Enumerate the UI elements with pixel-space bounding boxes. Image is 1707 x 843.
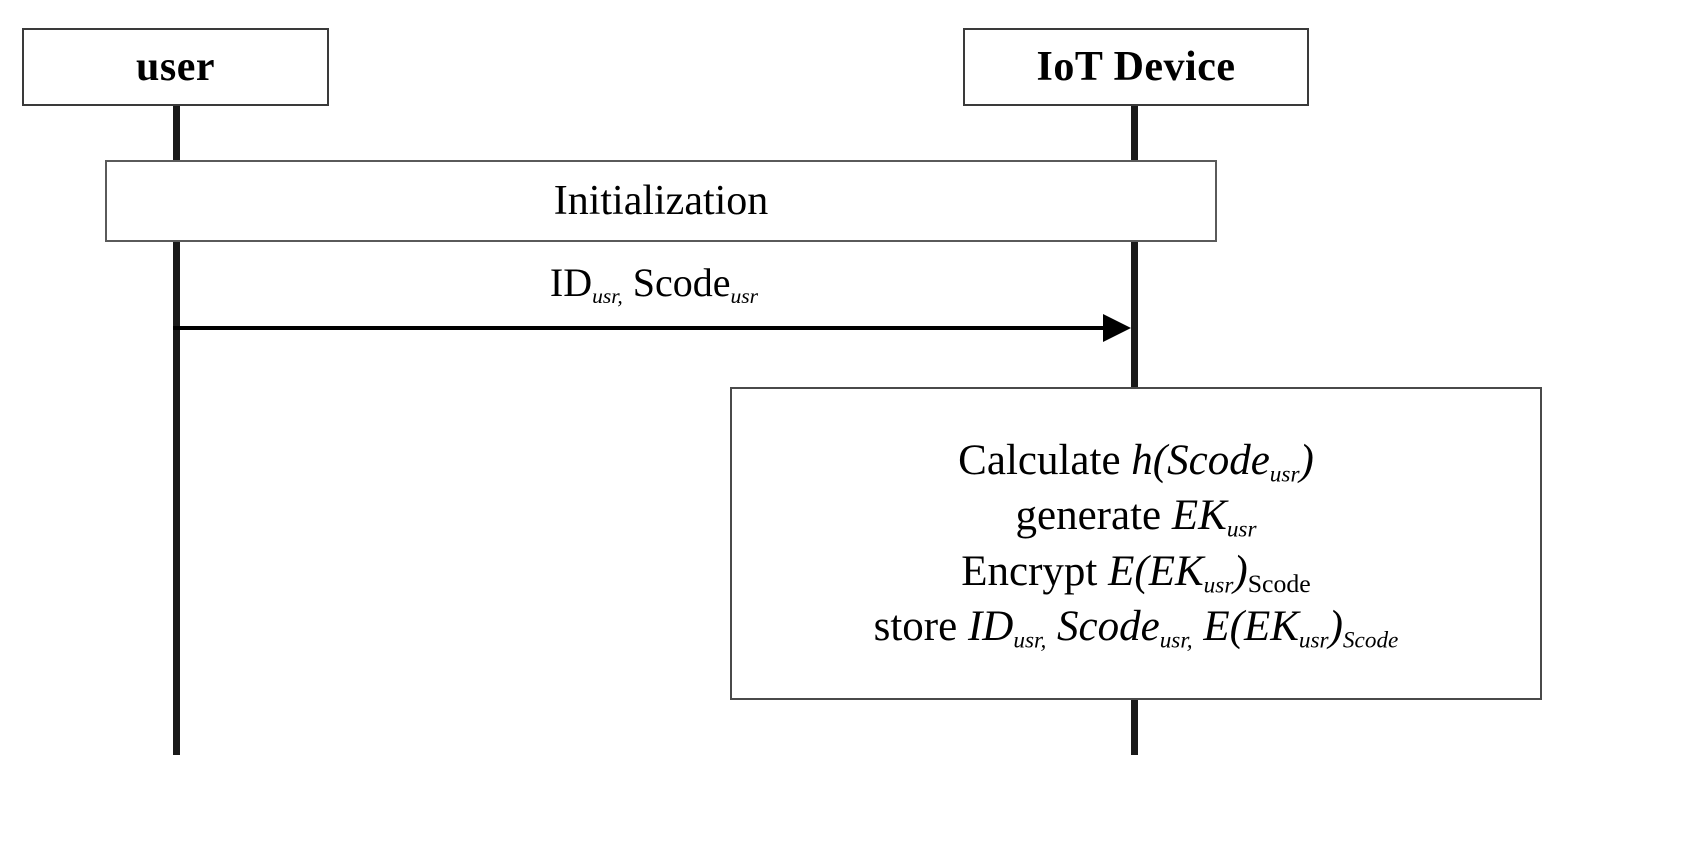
- action-subscript-store-scode-usr: usr,: [1159, 626, 1193, 653]
- action-paren-close-enc: ): [1233, 547, 1248, 595]
- message-term-id: ID: [549, 260, 593, 305]
- action-paren-close-store: ): [1328, 602, 1343, 650]
- action-line-store: store IDusr, Scodeusr, E(EKusr)Scode: [874, 599, 1399, 654]
- action-subscript-store-eek-usr: usr: [1298, 626, 1329, 653]
- action-paren-close-calc: ): [1299, 437, 1314, 485]
- action-subscript-store-scode2: Scode: [1342, 626, 1399, 653]
- lifeline-user: [173, 105, 180, 755]
- phase-bar-initialization: Initialization: [105, 160, 1217, 242]
- action-expr-store-id: ID: [967, 602, 1014, 650]
- action-subscript-enc-scode: Scode: [1247, 568, 1311, 598]
- action-expr-store-eek: E(EK: [1192, 602, 1299, 650]
- message-label-id-scode: IDusr, Scodeusr: [173, 260, 1135, 307]
- action-subscript-store-id-usr: usr,: [1013, 626, 1047, 653]
- message-id-scode: IDusr, Scodeusr: [173, 262, 1135, 342]
- action-subscript-gen-usr: usr: [1226, 516, 1257, 543]
- action-expr-hash-scode: h(Scode: [1131, 437, 1270, 485]
- phase-label-initialization: Initialization: [553, 178, 769, 224]
- action-line-generate: generate EKusr: [1016, 488, 1257, 543]
- action-keyword-calculate: Calculate: [958, 437, 1132, 485]
- action-box-device-processing: Calculate h(Scodeusr) generate EKusr Enc…: [730, 387, 1542, 700]
- action-expr-ek: EK: [1171, 492, 1227, 540]
- action-keyword-generate: generate: [1015, 492, 1172, 540]
- action-line-encrypt: Encrypt E(EKusr)Scode: [961, 544, 1310, 599]
- action-expr-store-scode: Scode: [1046, 602, 1160, 650]
- action-subscript-enc-usr: usr: [1203, 571, 1234, 598]
- action-expr-encrypt-ek: E(EK: [1108, 547, 1204, 595]
- actor-box-user: user: [22, 28, 329, 106]
- message-subscript-scode-usr: usr: [730, 283, 759, 308]
- message-term-scode: Scode: [632, 260, 731, 305]
- actor-label-iot-device: IoT Device: [1036, 44, 1236, 90]
- action-keyword-encrypt: Encrypt: [961, 547, 1109, 595]
- message-arrow-line: [173, 326, 1121, 330]
- message-subscript-id-usr: usr,: [592, 283, 623, 308]
- message-space: [623, 260, 633, 305]
- action-keyword-store: store: [873, 602, 968, 650]
- actor-box-iot-device: IoT Device: [963, 28, 1309, 106]
- actor-label-user: user: [136, 44, 215, 90]
- message-arrow-head-icon: [1103, 314, 1131, 342]
- action-subscript-calc-usr: usr: [1269, 461, 1300, 488]
- action-line-calculate: Calculate h(Scodeusr): [958, 433, 1314, 488]
